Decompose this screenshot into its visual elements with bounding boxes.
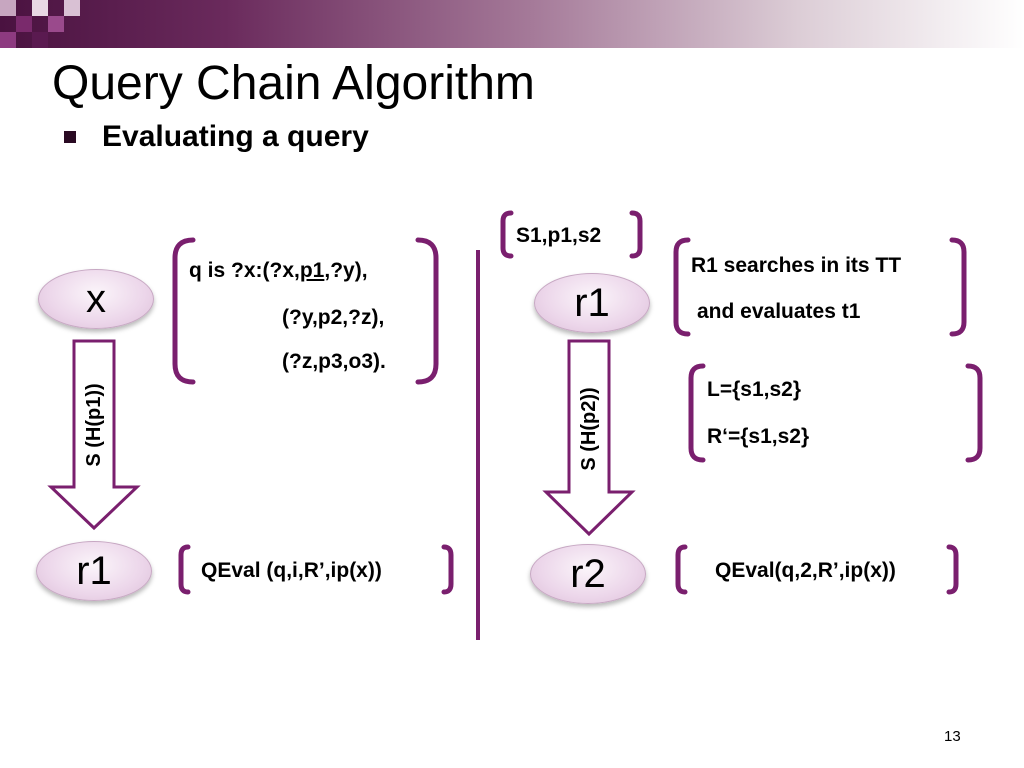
set-line-2: R‘={s1,s2} (707, 425, 810, 448)
node-r1-right: r1 (534, 273, 650, 333)
arrow-label-left: S (H(p1)) (83, 383, 105, 467)
bracket-right (946, 544, 959, 595)
query-prefix: q is ?x:(?x, (189, 259, 300, 282)
header-decor-square (64, 0, 80, 16)
header-decor-square (32, 32, 48, 48)
arrow-label-right: S (H(p2)) (578, 387, 600, 471)
bracket-right (629, 210, 643, 259)
header-decor-square (48, 16, 64, 32)
bracket-right (949, 237, 967, 337)
bracket-right (441, 544, 454, 595)
note-line-2: and evaluates t1 (697, 300, 861, 323)
qeval-left: QEval (q,i,R’,ip(x)) (201, 559, 382, 582)
node-r1-left: r1 (36, 541, 152, 601)
qeval-right: QEval(q,2,R’,ip(x)) (715, 559, 896, 582)
query-suffix: ,?y), (324, 259, 368, 282)
query-line-1: q is ?x:(?x,p1,?y), (189, 259, 368, 283)
note-line-1: R1 searches in its TT (691, 254, 902, 277)
down-arrow (47, 339, 141, 531)
bracket-left (688, 363, 706, 463)
bullet-marker (64, 131, 76, 143)
bracket-left (675, 544, 688, 595)
bracket-right (965, 363, 983, 463)
triple-label: S1,p1,s2 (516, 224, 602, 247)
header-decor-square (0, 0, 16, 16)
bracket-left (172, 237, 196, 385)
header-decor-square (0, 32, 16, 48)
down-arrow (542, 339, 636, 537)
slide-title: Query Chain Algorithm (52, 57, 535, 110)
node-x: x (38, 269, 154, 329)
set-line-1: L={s1,s2} (707, 378, 801, 401)
bracket-left (178, 544, 191, 595)
bullet-text: Evaluating a query (102, 120, 369, 153)
header-decor-square (16, 16, 32, 32)
header-decor-square (32, 0, 48, 16)
page-number: 13 (944, 728, 961, 745)
bracket-right (415, 237, 439, 385)
bracket-left (673, 237, 691, 337)
node-r2: r2 (530, 544, 646, 604)
query-predicate-p1: p1 (299, 259, 325, 282)
header-bar (0, 0, 1024, 48)
bracket-left (500, 210, 514, 259)
query-line-2: (?y,p2,?z), (282, 306, 385, 329)
query-line-3: (?z,p3,o3). (282, 350, 386, 373)
